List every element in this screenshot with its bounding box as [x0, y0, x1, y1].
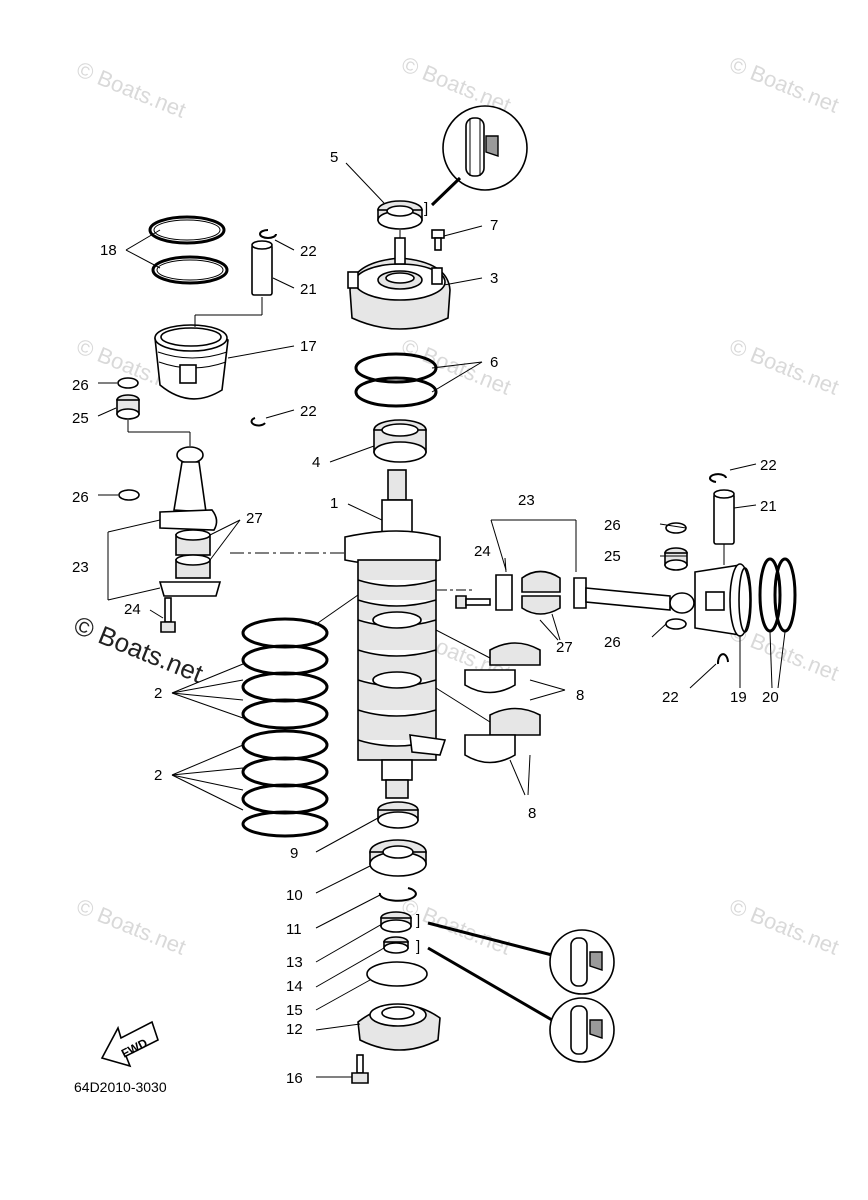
piston-left: [154, 324, 229, 400]
bolt-7: [431, 229, 445, 251]
piston-rings-20-right: [758, 557, 797, 633]
grease-callout-bottom-2: [549, 997, 615, 1063]
callout-9: 9: [290, 845, 298, 862]
snap-ring-11: [378, 887, 417, 902]
callout-2: 2: [154, 767, 162, 784]
connecting-rod-left: [159, 446, 218, 531]
watermark: © Boats.net: [73, 56, 189, 122]
callout-24: 24: [474, 543, 491, 560]
callout-4: 4: [312, 454, 320, 471]
piston-pin-left: [251, 240, 273, 296]
bolt-16: [351, 1054, 369, 1084]
needle-bearing-4: [373, 419, 427, 463]
callout-20: 20: [762, 689, 779, 706]
callout-27: 27: [556, 639, 573, 656]
callout-5: 5: [330, 149, 338, 166]
callout-13: 13: [286, 954, 303, 971]
watermark: © Boats.net: [726, 51, 842, 117]
callout-labels: 1 2 2 3 4 5 6 7 8 8 9 10 11 12 13 14 15 …: [72, 149, 779, 1087]
main-bearing-8-upper: [464, 642, 541, 694]
piston-19-right: [694, 563, 752, 637]
piston-rings-2-stack: [241, 617, 329, 838]
lower-bearing-housing-12: [357, 1003, 441, 1051]
o-ring-15: [366, 961, 428, 987]
callout-23: 23: [518, 492, 535, 509]
bracket-mark: ]: [424, 200, 428, 217]
callout-24: 24: [124, 601, 141, 618]
crankshaft-1: [344, 469, 447, 799]
circlip-left-top: [259, 229, 277, 239]
oil-seal-5: [377, 200, 423, 230]
bolt-24-right: [455, 595, 491, 609]
watermark: © Boats.net: [73, 893, 189, 959]
watermark-main: © Boats.net: [70, 610, 208, 689]
callout-26: 26: [72, 489, 89, 506]
rod-cap-right: [495, 574, 513, 611]
nut-25-left: [116, 394, 140, 420]
callout-22: 22: [300, 243, 317, 260]
callout-10: 10: [286, 887, 303, 904]
ball-bearing-10: [369, 839, 427, 877]
callout-8: 8: [528, 805, 536, 822]
piston-pin-21-right: [713, 489, 735, 545]
callout-14: 14: [286, 978, 303, 995]
grease-callout-top: [442, 105, 528, 191]
callout-25: 25: [604, 548, 621, 565]
bracket-mark: ]: [416, 912, 420, 929]
callout-19: 19: [730, 689, 747, 706]
oil-seal-14: [383, 936, 409, 954]
callout-11: 11: [286, 921, 302, 938]
callout-16: 16: [286, 1070, 303, 1087]
piston-ring-set-left: [148, 215, 229, 285]
callout-15: 15: [286, 1002, 303, 1019]
callout-26: 26: [604, 517, 621, 534]
callout-26: 26: [604, 634, 621, 651]
watermark: © Boats.net: [726, 893, 842, 959]
oil-seal-13: [380, 911, 412, 933]
callout-12: 12: [286, 1021, 303, 1038]
upper-bearing-housing-3: [347, 237, 451, 330]
grease-callout-bottom-1: [549, 929, 615, 995]
washer-26-left-top: [117, 377, 139, 389]
callout-17: 17: [300, 338, 317, 355]
callout-21: 21: [760, 498, 777, 515]
callout-25: 25: [72, 410, 89, 427]
watermark: © Boats.net: [726, 333, 842, 399]
bracket-mark: ]: [416, 938, 420, 955]
callout-7: 7: [490, 217, 498, 234]
oil-seal-9: [377, 801, 419, 829]
washer-26-right-bottom: [665, 618, 687, 630]
callout-23: 23: [72, 559, 89, 576]
washer-26-left-bottom: [118, 489, 140, 501]
bearing-27-right: [521, 570, 561, 615]
circlip-22-right-bottom: [716, 653, 729, 665]
callout-22: 22: [662, 689, 679, 706]
callout-18: 18: [100, 242, 117, 259]
callout-22: 22: [760, 457, 777, 474]
diagram-code: 64D2010-3030: [74, 1079, 167, 1095]
bolt-24-left: [160, 597, 176, 633]
callout-22: 22: [300, 403, 317, 420]
callout-3: 3: [490, 270, 498, 287]
callout-27: 27: [246, 510, 263, 527]
rod-cap-left: [158, 581, 222, 597]
fwd-arrow-icon: FWD: [100, 1020, 159, 1068]
nut-25-right: [664, 547, 688, 571]
callout-8: 8: [576, 687, 584, 704]
bearing-27-left: [175, 529, 211, 579]
main-bearing-8-lower: [464, 707, 541, 764]
connecting-rod-right: [573, 577, 695, 614]
callout-2: 2: [154, 685, 162, 702]
callout-1: 1: [330, 495, 338, 512]
callout-21: 21: [300, 281, 317, 298]
callout-26: 26: [72, 377, 89, 394]
callout-6: 6: [490, 354, 498, 371]
circlip-22-right-top: [709, 473, 727, 483]
